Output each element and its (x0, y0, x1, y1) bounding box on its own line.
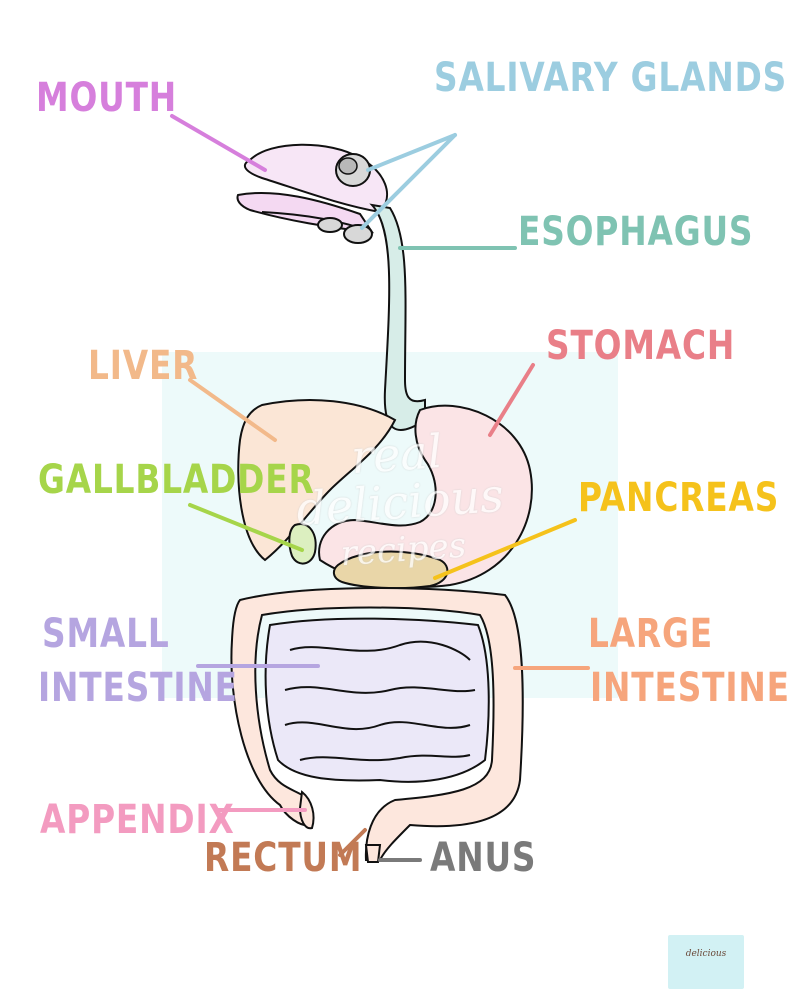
pancreas-shape (332, 550, 449, 590)
label-gallbladder: GALLBLADDER (38, 457, 315, 503)
label-salivary-glands: SALIVARY GLANDS (434, 55, 788, 101)
mouth-leader-line (170, 114, 267, 172)
stomach-leader-line (488, 363, 535, 437)
stomach-shape (318, 404, 533, 588)
label-small-intestine-line1: SMALL (42, 611, 170, 657)
label-liver: LIVER (88, 343, 199, 389)
label-rectum: RECTUM (204, 835, 363, 881)
label-mouth: MOUTH (36, 75, 178, 121)
salivary-leader-line-1 (366, 133, 457, 172)
label-large-intestine-line2: INTESTINE (590, 665, 790, 711)
label-stomach: STOMACH (546, 323, 736, 369)
label-pancreas: PANCREAS (578, 475, 780, 521)
gallbladder-leader-line (188, 503, 304, 552)
gallbladder-shape (288, 523, 317, 565)
pancreas-leader-line (433, 518, 577, 580)
label-appendix: APPENDIX (40, 797, 235, 843)
liver-shape (237, 399, 397, 562)
label-small-intestine-line2: INTESTINE (38, 665, 238, 711)
small-intestine-shape (264, 617, 490, 783)
large-intestine-shape (230, 587, 524, 861)
label-esophagus: ESOPHAGUS (518, 209, 754, 255)
label-anus: ANUS (430, 835, 537, 881)
salivary-glands-shape (317, 153, 373, 244)
liver-leader-line (188, 378, 277, 442)
label-large-intestine-line1: LARGE (588, 611, 713, 657)
rectum-leader-line (338, 828, 367, 857)
corner-logo-text: delicious (685, 949, 727, 959)
anus-shape (364, 844, 382, 863)
corner-logo: delicious (668, 935, 744, 989)
salivary-leader-line-2 (360, 133, 457, 230)
esophagus-shape (369, 203, 426, 431)
